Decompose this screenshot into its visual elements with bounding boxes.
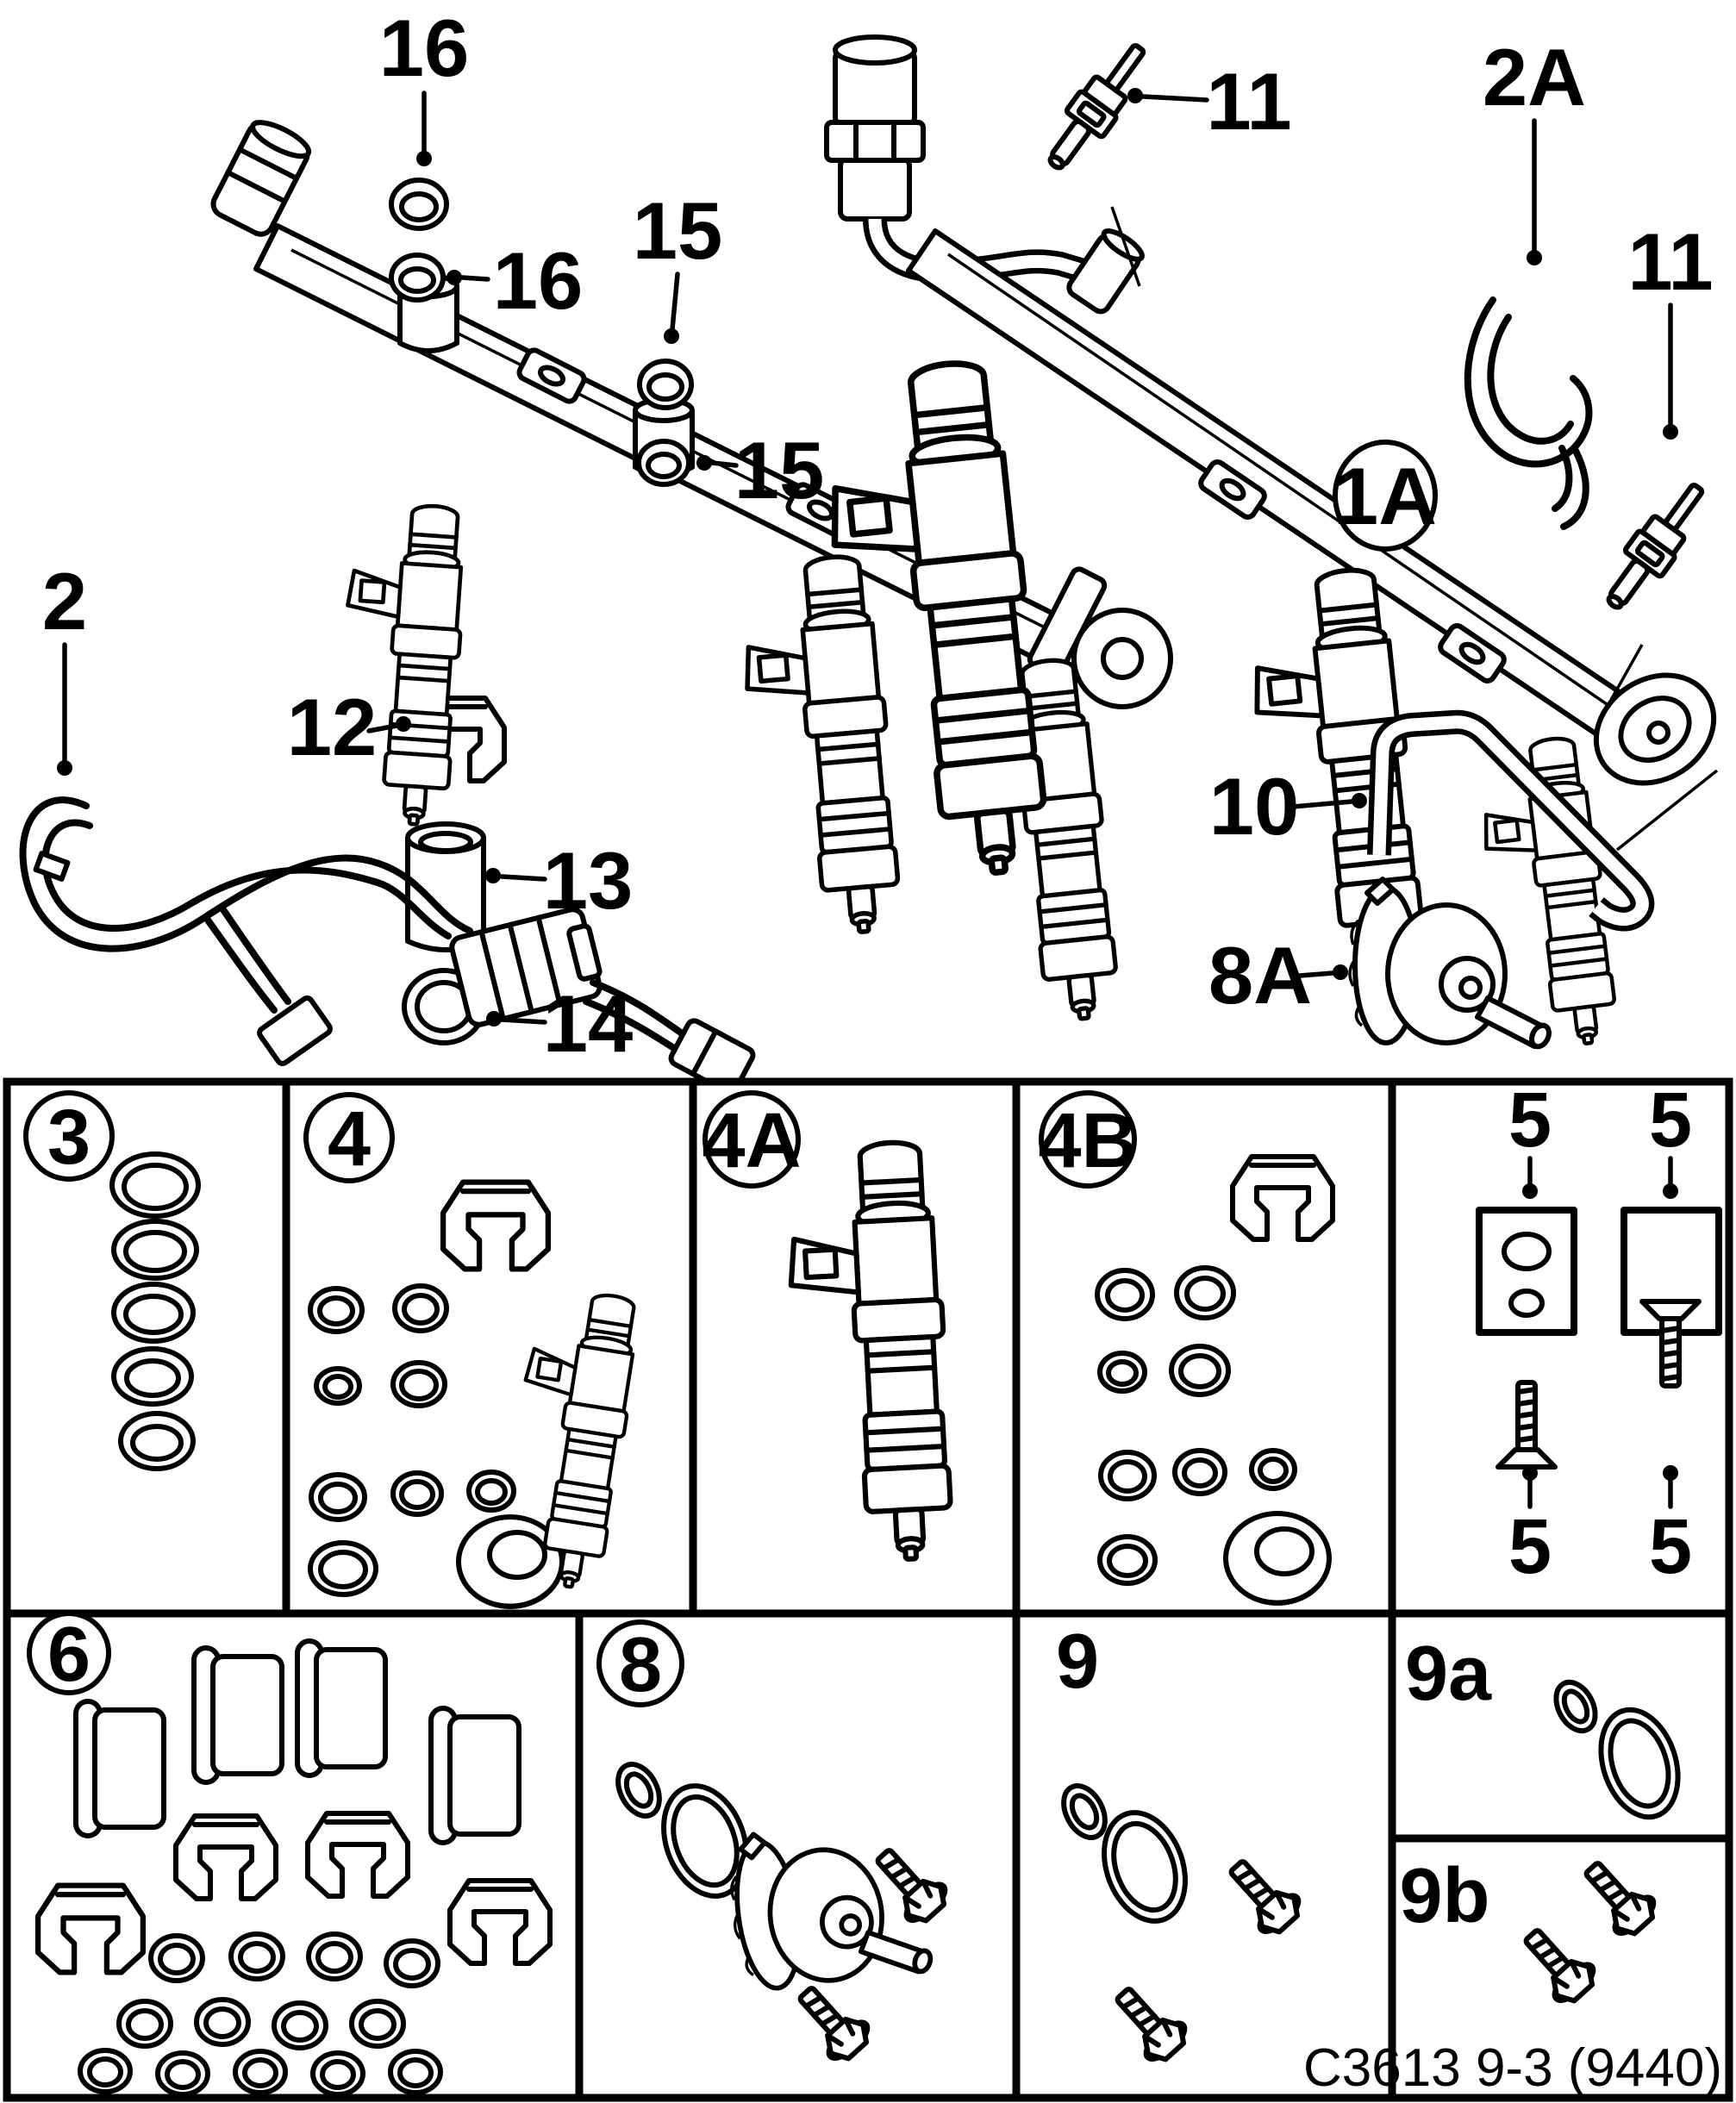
kit-label-5: 5 [1649, 1504, 1692, 1590]
kit-label-9: 9 [1056, 1619, 1099, 1705]
kit-cell-9 [1012, 1609, 1396, 2102]
kit-sleeve [76, 1701, 164, 1836]
kit-5-contents: 5 5 5 5 [1476, 1077, 1722, 1590]
retainer-clip-2A [1464, 296, 1593, 530]
kit-3-contents: 3 [23, 1090, 201, 1471]
kit-9b-contents: 9b C3613 9-3 (9440) [1303, 1851, 1722, 2098]
front-rail-end-cap [210, 120, 312, 237]
kit-label-8: 8 [619, 1622, 662, 1708]
drawing-number: C3613 9-3 (9440) [1303, 2038, 1722, 2098]
rail-bracket [516, 347, 587, 404]
kit-8-contents: 8 [596, 1619, 952, 2067]
callout-1A: 1A [1333, 451, 1437, 541]
kit-grid: 3 4 [3, 1077, 1733, 2102]
kit-label-5: 5 [1508, 1077, 1552, 1164]
harness-branch-connector [257, 995, 333, 1066]
kit-6-contents: 6 [27, 1611, 550, 2097]
callout-1A-circle [1333, 440, 1438, 552]
callout-11-left: 11 [1206, 56, 1291, 147]
kit-9a-contents: 9a [1405, 1631, 1681, 1820]
rail-bracket [1438, 623, 1507, 683]
rail-bracket [1198, 459, 1267, 520]
pressure-regulator-8A [1350, 879, 1552, 1050]
callout-13: 13 [543, 835, 634, 926]
kit-4-contents: 4 [303, 1092, 645, 1609]
callout-2A: 2A [1483, 32, 1586, 122]
lower-seal [1223, 1511, 1332, 1606]
kit-label-5: 5 [1508, 1504, 1552, 1590]
harness-connector [449, 907, 603, 1027]
callout-15-top: 15 [633, 185, 723, 276]
kit-label-4A: 4A [702, 1098, 801, 1184]
callout-16-top: 16 [379, 3, 470, 93]
callout-12: 12 [287, 682, 378, 772]
kit-label-6: 6 [47, 1612, 91, 1698]
pintle-cap-11 [1036, 34, 1158, 178]
callout-8A: 8A [1208, 930, 1312, 1020]
kit-label-4B: 4B [1038, 1098, 1137, 1184]
kit-sleeve [194, 1648, 282, 1782]
callout-10: 10 [1209, 761, 1300, 852]
kit-label-3: 3 [47, 1095, 91, 1181]
callout-16-side: 16 [493, 235, 584, 326]
callout-11-right: 11 [1627, 216, 1713, 307]
seal-ring-16 [389, 178, 449, 303]
rear-fuel-rail [906, 228, 1717, 786]
return-pipe-10 [1367, 709, 1719, 932]
kit-label-9b: 9b [1399, 1853, 1489, 1939]
seal-ring-15 [636, 359, 694, 487]
kit-9-contents: 9 [1056, 1619, 1306, 2068]
kit-4B-contents: 4B [1038, 1090, 1333, 1606]
rear-rail-inlet [1066, 228, 1145, 315]
injector-exploded [333, 501, 469, 827]
lower-seal [456, 1514, 565, 1609]
fuel-rail-assembly [19, 34, 1734, 1095]
kit-label-4: 4 [328, 1096, 371, 1183]
callout-labels: 16 16 15 15 12 2 13 14 11 2A 11 1A 10 8A [42, 3, 1714, 1069]
callout-14: 14 [543, 978, 634, 1069]
injector [737, 553, 904, 939]
kit-label-9a: 9a [1405, 1631, 1492, 1717]
injector-harness-2 [19, 796, 756, 1095]
kit-sleeve [297, 1641, 385, 1775]
kit-4A-contents: 4A [702, 1090, 954, 1564]
callout-2: 2 [42, 556, 87, 646]
pintle-cap-11 [1595, 474, 1716, 618]
kit-sleeve [431, 1708, 519, 1843]
kit-label-5: 5 [1649, 1077, 1692, 1164]
callout-15-side: 15 [734, 425, 825, 515]
